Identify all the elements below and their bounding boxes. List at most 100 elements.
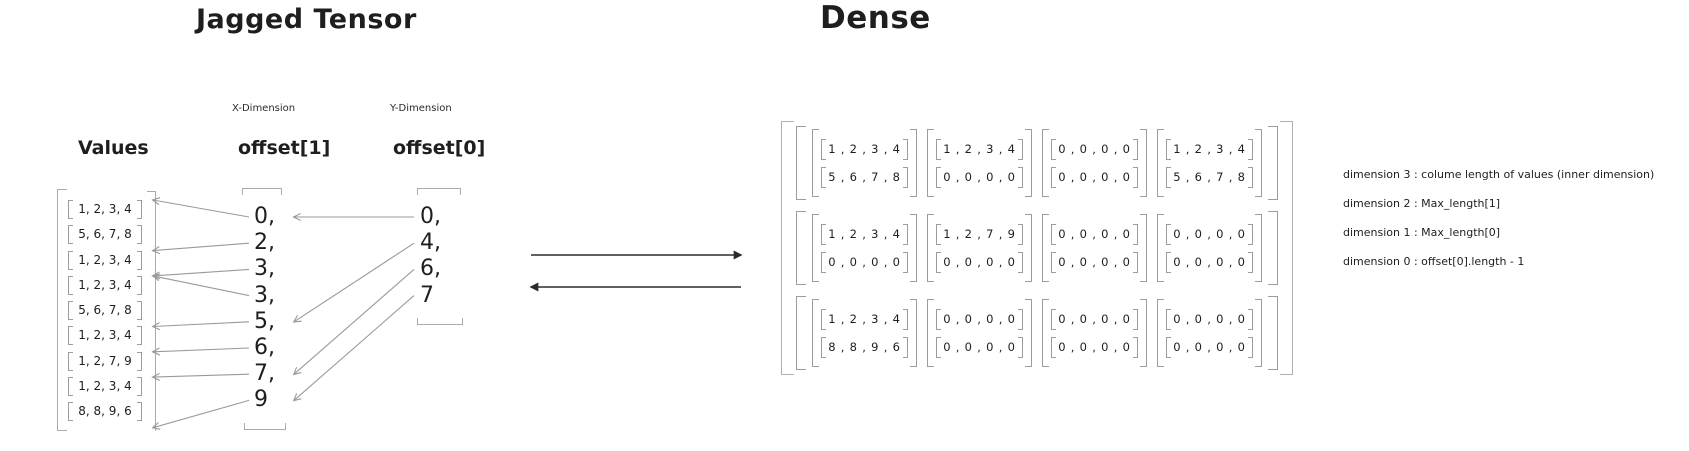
bracket-open: [936, 166, 941, 188]
offset0-to-offset1-arrow: [294, 268, 415, 374]
bracket-close: [1018, 166, 1023, 188]
offset1-to-values-arrow: [153, 321, 250, 327]
dense-vector-numbers: 1 , 2 , 3 , 4: [1173, 141, 1246, 156]
bracket-close: [903, 336, 908, 358]
dense-vector-numbers: 0 , 0 , 0 , 0: [1058, 226, 1131, 241]
dense-vector-numbers: 0 , 0 , 0 , 0: [828, 254, 901, 269]
matrix-bracket-close: [1255, 214, 1262, 282]
offset1-bottom-bracket: [244, 423, 286, 430]
matrix-rows: 1 , 2 , 3 , 4 0 , 0 , 0 , 0: [821, 210, 908, 286]
dense-vector: 0 , 0 , 0 , 0: [1051, 336, 1138, 358]
values-row: 8, 8, 9, 6: [68, 402, 142, 422]
bracket-open: [821, 336, 826, 358]
matrix-rows: 1 , 2 , 3 , 4 5 , 6 , 7 , 8: [1166, 125, 1253, 201]
bracket-close: [137, 275, 142, 295]
values-row: 1, 2, 3, 4: [68, 326, 142, 346]
values-row: 1, 2, 3, 4: [68, 377, 142, 397]
bracket-open: [1166, 223, 1171, 245]
values-label: Values: [78, 137, 149, 159]
bracket-open: [1051, 336, 1056, 358]
bracket-open: [68, 225, 73, 245]
bracket-close: [1018, 223, 1023, 245]
bracket-close: [1018, 251, 1023, 273]
bracket-open: [1051, 223, 1056, 245]
matrix-bracket-open: [812, 214, 819, 282]
values-row-numbers: 1, 2, 7, 9: [78, 353, 132, 368]
bracket-close: [1248, 308, 1253, 330]
dense-vector: 0 , 0 , 0 , 0: [1166, 251, 1253, 273]
offset1-item: 9: [254, 387, 268, 413]
dense-vector: 5 , 6 , 7 , 8: [821, 166, 908, 188]
matrix-rows: 0 , 0 , 0 , 0 0 , 0 , 0 , 0: [1166, 295, 1253, 371]
dense-vector-numbers: 5 , 6 , 7 , 8: [1173, 169, 1246, 184]
values-row: 1, 2, 3, 4: [68, 275, 142, 295]
bracket-close: [903, 223, 908, 245]
dense-row-bracket-open: [796, 296, 806, 370]
bracket-open: [936, 251, 941, 273]
x-dimension-label: X-Dimension: [232, 103, 296, 114]
bracket-open: [821, 138, 826, 160]
dense-vector-numbers: 0 , 0 , 0 , 0: [943, 169, 1016, 184]
dense-vector: 1 , 2 , 3 , 4: [1166, 138, 1253, 160]
bracket-open: [821, 308, 826, 330]
bracket-open: [68, 351, 73, 371]
matrix-bracket-open: [1042, 214, 1049, 282]
annotation-dimension-2: dimension 2 : Max_length[1]: [1343, 197, 1501, 210]
offset1-item: 3,: [254, 256, 275, 282]
bracket-open: [68, 250, 73, 270]
dense-matrix: 1 , 2 , 3 , 4 5 , 6 , 7 , 8: [1157, 125, 1262, 201]
dense-vector-numbers: 0 , 0 , 0 , 0: [1173, 254, 1246, 269]
jagged-title: Jagged Tensor: [196, 4, 417, 35]
matrix-bracket-open: [927, 299, 934, 367]
dense-title: Dense: [820, 0, 931, 36]
dense-vector: 0 , 0 , 0 , 0: [936, 308, 1023, 330]
offset1-item: 6,: [254, 334, 275, 360]
bracket-close: [903, 138, 908, 160]
bracket-open: [1051, 138, 1056, 160]
bracket-close: [137, 200, 142, 219]
offset1-item: 5,: [254, 308, 275, 334]
values-row-numbers: 1, 2, 3, 4: [78, 379, 132, 394]
values-outer-bracket-right: [147, 191, 156, 431]
offset1-item: 0,: [254, 204, 275, 229]
bracket-open: [936, 308, 941, 330]
matrix-bracket-open: [1042, 299, 1049, 367]
dense-vector: 1 , 2 , 3 , 4: [821, 223, 908, 245]
offset0-item: 0,: [420, 204, 441, 229]
bracket-open: [821, 223, 826, 245]
bracket-close: [1248, 138, 1253, 160]
bracket-close: [137, 351, 142, 371]
offset0-item: 6,: [420, 256, 441, 282]
dense-vector: 0 , 0 , 0 , 0: [1051, 138, 1138, 160]
y-dimension-label: Y-Dimension: [390, 103, 452, 114]
dense-vector: 0 , 0 , 0 , 0: [821, 251, 908, 273]
values-row-numbers: 1, 2, 3, 4: [78, 252, 132, 267]
matrix-bracket-open: [1157, 129, 1164, 197]
offset1-list: 0,2,3,3,5,6,7,9: [254, 204, 275, 414]
offset0-top-bracket: [417, 188, 461, 195]
values-row-numbers: 1, 2, 3, 4: [78, 202, 132, 216]
dense-vector: 0 , 0 , 0 , 0: [1166, 336, 1253, 358]
matrix-bracket-close: [1025, 129, 1032, 197]
offset0-item: 7: [420, 282, 434, 308]
dense-vector: 0 , 0 , 0 , 0: [1166, 308, 1253, 330]
annotation-dimension-0: dimension 0 : offset[0].length - 1: [1343, 255, 1525, 268]
bracket-close: [137, 250, 142, 270]
values-row: 5, 6, 7, 8: [68, 301, 142, 321]
offset1-to-values-arrow: [153, 276, 250, 297]
dense-vector: 1 , 2 , 3 , 4: [821, 138, 908, 160]
values-row-numbers: 8, 8, 9, 6: [78, 404, 132, 419]
dense-row-bracket-close: [1268, 211, 1278, 285]
dense-outer-bracket-open: [781, 121, 794, 375]
bracket-close: [1133, 308, 1138, 330]
dense-vector-numbers: 8 , 8 , 9 , 6: [828, 339, 901, 354]
